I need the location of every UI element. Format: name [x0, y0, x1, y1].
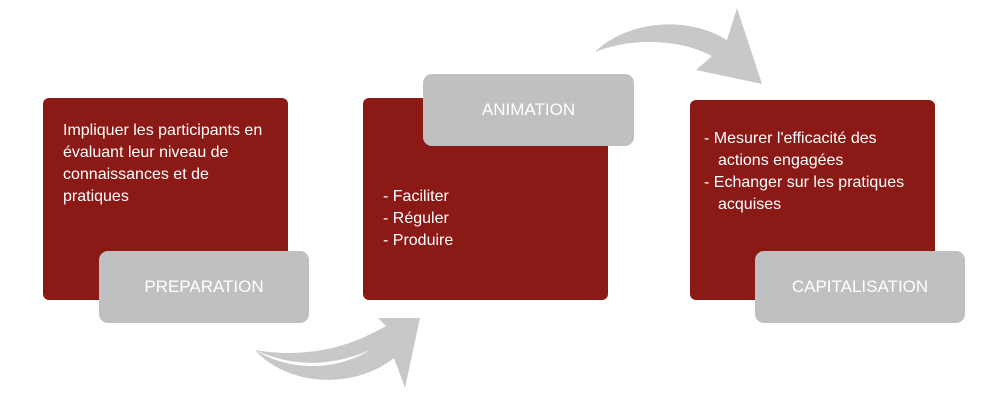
arrow-prep-to-anim-body — [255, 318, 420, 388]
preparation-description: Impliquer les participants en évaluant l… — [63, 122, 263, 205]
capitalisation-item-mesurer: Mesurer l'efficacité des actions engagée… — [704, 128, 925, 172]
preparation-label: PREPARATION — [99, 251, 309, 323]
animation-item-faciliter: Faciliter — [383, 186, 598, 208]
animation-list: Faciliter Réguler Produire — [383, 186, 598, 252]
animation-item-produire: Produire — [383, 230, 598, 252]
arrow-anim-to-cap-icon — [595, 8, 762, 84]
capitalisation-item-echanger: Echanger sur les pratiques acquises — [704, 172, 925, 216]
capitalisation-label: CAPITALISATION — [755, 251, 965, 323]
animation-label: ANIMATION — [423, 74, 634, 146]
animation-item-reguler: Réguler — [383, 208, 598, 230]
capitalisation-list: Mesurer l'efficacité des actions engagée… — [704, 128, 925, 216]
